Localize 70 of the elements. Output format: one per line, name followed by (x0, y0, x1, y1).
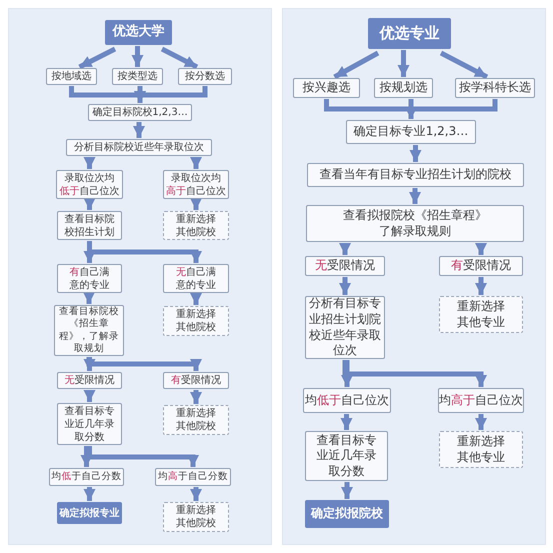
process-box: 查看目标专业近几年录取分数 (57, 403, 122, 445)
dashed-box: 重新选择其他院校 (163, 405, 229, 435)
process-box: 无自己满意的专业 (163, 264, 229, 293)
title-box: 优选大学 (105, 20, 172, 45)
flow-arrow (133, 122, 145, 138)
result-box: 确定拟报院校 (305, 500, 389, 528)
process-box: 查看拟报院校《招生章程》了解录取规则 (306, 205, 524, 242)
flow-arrow (342, 360, 487, 387)
flow-arrow (190, 487, 202, 501)
process-box: 查看目标专业近几年录取分数 (305, 431, 388, 481)
process-box: 分析有目标专业招生计划院校近些年录取位次 (305, 296, 385, 359)
flow-arrow (341, 360, 353, 387)
flow-arrow (80, 446, 92, 467)
dashed-box: 重新选择其他院校 (163, 502, 229, 532)
process-box: 按分数选 (178, 68, 232, 85)
flow-arrow (339, 277, 351, 295)
flow-arrow (340, 414, 352, 430)
process-box: 按兴趣选 (293, 78, 360, 98)
process-box: 确定目标专业1,2,3… (346, 120, 476, 144)
process-box: 查看目标院校《招生章程》，了解录取规划 (54, 305, 124, 356)
process-box: 无受限情况 (305, 256, 385, 276)
flow-arrow (333, 50, 380, 80)
flow-arrow (160, 46, 198, 70)
flow-arrow (398, 50, 410, 77)
flow-arrow (87, 446, 199, 467)
process-box: 有自己满意的专业 (57, 264, 122, 293)
dashed-box: 重新选择其他专业 (439, 296, 523, 333)
flow-arrow (339, 243, 351, 255)
dashed-box: 重新选择其他院校 (163, 211, 229, 240)
process-box: 无受限情况 (57, 372, 122, 389)
flow-arrow (440, 50, 488, 80)
process-box: 按规划选 (374, 78, 433, 98)
dashed-box: 重新选择其他专业 (439, 431, 523, 468)
process-box: 确定目标院校1,2,3… (88, 104, 192, 121)
flow-arrow (190, 390, 202, 404)
flow-arrow (190, 157, 202, 169)
title-box: 优选专业 (368, 18, 451, 49)
flow-arrow (84, 357, 96, 371)
flow-arrow (190, 198, 202, 210)
process-box: 均低于自己分数 (49, 468, 124, 486)
process-box: 均低于自己位次 (303, 388, 391, 413)
flow-arrow (409, 188, 421, 204)
process-box: 录取位次均低于自己位次 (56, 170, 123, 199)
flow-arrow (84, 198, 96, 210)
flow-arrow (190, 293, 202, 305)
flow-arrow (475, 243, 487, 255)
flow-arrow (475, 277, 487, 295)
process-box: 均高于自己位次 (438, 388, 524, 413)
process-box: 有受限情况 (163, 372, 229, 389)
flow-arrow (410, 145, 422, 162)
process-box: 查看目标院校招生计划 (57, 211, 122, 240)
result-box: 确定拟报专业 (57, 502, 122, 524)
flow-arrow (341, 482, 353, 499)
flow-arrow (84, 390, 96, 402)
process-box: 按类型选 (112, 68, 163, 85)
process-box: 分析目标院校近些年录取位次 (66, 139, 212, 156)
process-box: 有受限情况 (439, 256, 523, 276)
flow-arrow (78, 46, 116, 70)
flow-arrow (475, 414, 487, 430)
dashed-box: 重新选择其他院校 (163, 306, 229, 336)
process-box: 按学科特长选 (455, 78, 535, 98)
process-box: 查看当年有目标专业招生计划的院校 (307, 163, 524, 187)
process-box: 均高于自己分数 (155, 468, 231, 486)
flow-arrow (83, 292, 95, 304)
process-box: 按地域选 (46, 68, 97, 85)
flow-arrow (84, 487, 96, 501)
flow-arrow (84, 157, 96, 169)
flow-arrow (86, 357, 202, 371)
flow-arrow (132, 46, 144, 67)
process-box: 录取位次均高于自己位次 (163, 170, 229, 199)
